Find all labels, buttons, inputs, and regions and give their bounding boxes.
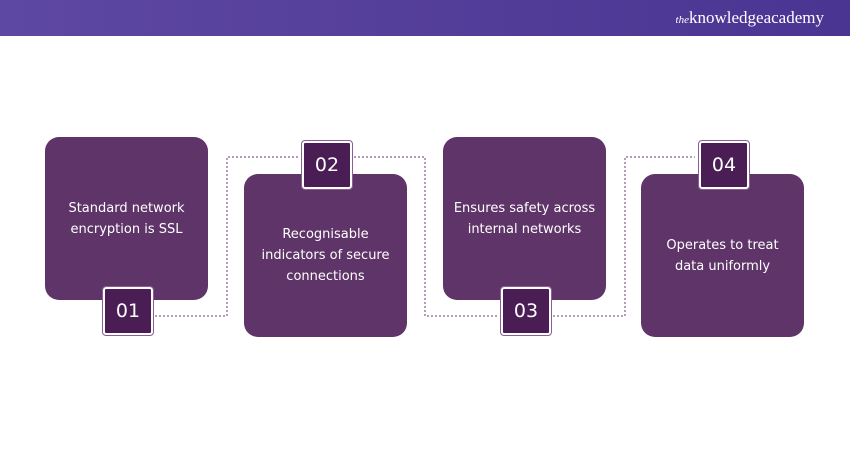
connector-3-4 xyxy=(553,156,695,317)
step-text: Standard network encryption is SSL xyxy=(68,200,185,237)
step-text: Ensures safety across internal networks xyxy=(453,200,596,237)
step-card-2: Recognisable indicators of secure connec… xyxy=(244,174,407,337)
connector-2-3 xyxy=(354,156,497,317)
step-card-1: Standard network encryption is SSL xyxy=(45,137,208,300)
step-badge-3: 03 xyxy=(500,286,552,336)
step-badge-2: 02 xyxy=(301,140,353,190)
step-card-3: Ensures safety across internal networks xyxy=(443,137,606,300)
logo-prefix: the xyxy=(675,14,689,26)
connector-1-2 xyxy=(155,156,299,317)
step-text: Recognisable indicators of secure connec… xyxy=(261,227,390,284)
brand-logo: theknowledgeacademy xyxy=(676,8,824,28)
header-bar: theknowledgeacademy xyxy=(0,0,850,36)
step-badge-4: 04 xyxy=(698,140,750,190)
step-card-4: Operates to treat data uniformly xyxy=(641,174,804,337)
step-text: Operates to treat data uniformly xyxy=(666,237,779,274)
logo-main: knowledgeacademy xyxy=(689,8,824,27)
step-badge-1: 01 xyxy=(102,286,154,336)
